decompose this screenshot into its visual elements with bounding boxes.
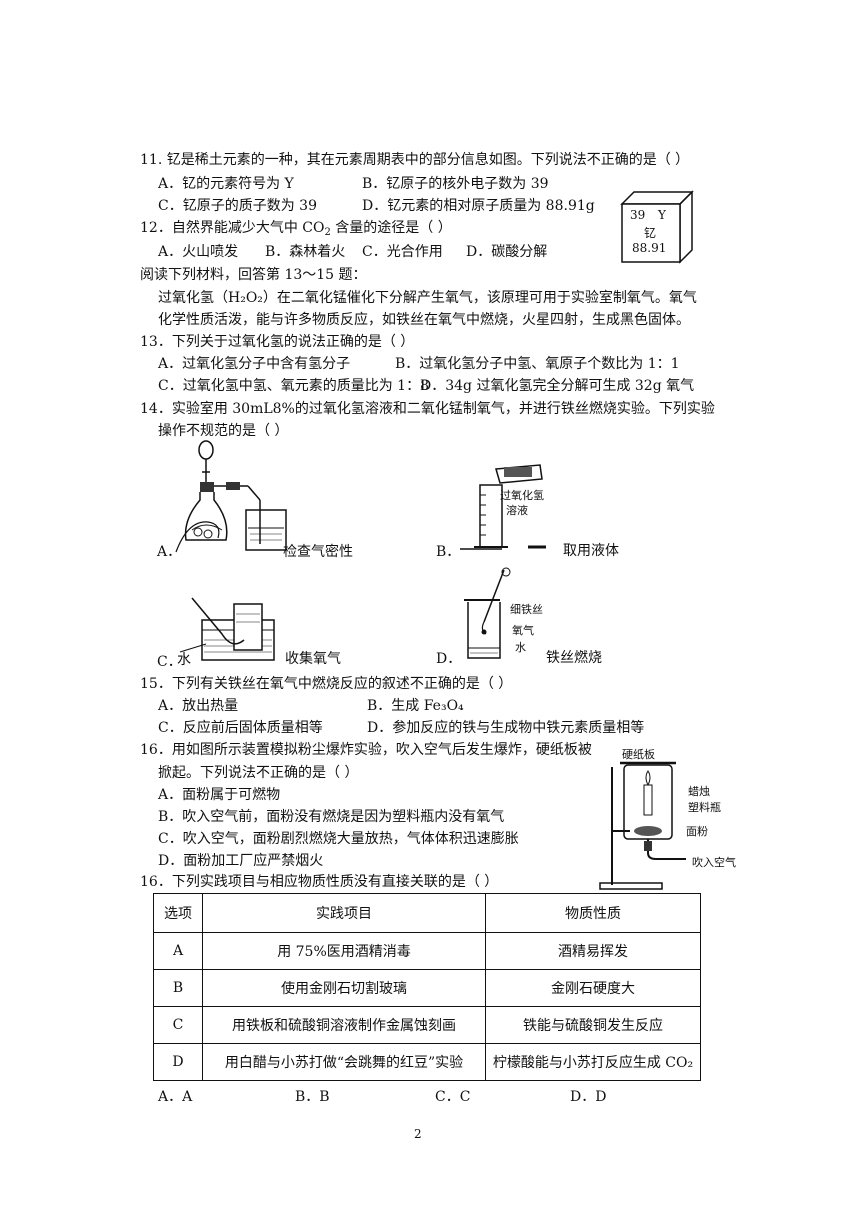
q14-b-figure xyxy=(460,464,546,550)
table-cell: 铁能与硫酸铜发生反应 xyxy=(485,1006,701,1044)
q14-stem-line2: 操作不规范的是（ ） xyxy=(158,423,289,439)
q15-option-d: D．参加反应的铁与生成物中铁元素质量相等 xyxy=(367,720,645,736)
element-name: 钇 xyxy=(644,226,657,240)
q17-option-b: B．B xyxy=(295,1089,330,1105)
practice-table: 选项 实践项目 物质性质 A 用 75%医用酒精消毒 酒精易挥发 B 使用金刚石… xyxy=(153,893,701,1081)
q12-option-d: D．碳酸分解 xyxy=(466,244,548,260)
q16-option-c: C．吹入空气，面粉剧烈燃烧大量放热，气体体积迅速膨胀 xyxy=(158,831,519,847)
q14-d-figure xyxy=(464,567,511,659)
q16-fig-bottle: 塑料瓶 xyxy=(688,801,721,814)
q15-option-b: B．生成 Fe₃O₄ xyxy=(367,698,464,714)
q14-a-letter: A． xyxy=(157,544,182,560)
q16-stem-line1: 16．用如图所示装置模拟粉尘爆炸实验，吹入空气后发生爆炸，硬纸板被 xyxy=(140,742,592,758)
q14-a-figure xyxy=(175,440,287,553)
reading-paragraph-2: 化学性质活泼，能与许多物质反应，如铁丝在氧气中燃烧，火星四射，生成黑色固体。 xyxy=(158,312,690,328)
q14-b-fig-label-2: 溶液 xyxy=(506,504,528,517)
q16-fig-board: 硬纸板 xyxy=(622,748,655,761)
q14-c-figure xyxy=(179,597,275,661)
q14-a-label: 检查气密性 xyxy=(283,544,353,560)
table-header-row: 选项 实践项目 物质性质 xyxy=(153,893,701,933)
q11-option-a: A．钇的元素符号为 Y xyxy=(158,176,294,192)
table-row: A 用 75%医用酒精消毒 酒精易挥发 xyxy=(153,932,701,970)
q12-option-b: B．森林着火 xyxy=(265,244,346,260)
element-mass: 88.91 xyxy=(632,241,667,255)
q14-c-water: 水 xyxy=(177,652,191,668)
table-cell: 柠檬酸能与小苏打反应生成 CO₂ xyxy=(485,1043,701,1081)
q17-option-c: C．C xyxy=(435,1089,471,1105)
table-header-cell: 实践项目 xyxy=(202,893,486,933)
q11-option-c: C．钇原子的质子数为 39 xyxy=(158,198,317,214)
table-header-cell: 物质性质 xyxy=(485,893,701,933)
table-cell: D xyxy=(153,1043,203,1081)
table-cell: A xyxy=(153,932,203,970)
q14-d-fig-wire: 细铁丝 xyxy=(510,603,543,616)
q16-apparatus-figure xyxy=(599,761,686,890)
q14-b-fig-label-1: 过氧化氢 xyxy=(500,489,544,502)
q15-stem: 15．下列有关铁丝在氧气中燃烧反应的叙述不正确的是（ ） xyxy=(140,676,513,692)
table-row: D 用白醋与小苏打做“会跳舞的红豆”实验 柠檬酸能与小苏打反应生成 CO₂ xyxy=(153,1043,701,1081)
table-cell: 酒精易挥发 xyxy=(485,932,701,970)
table-cell: 用白醋与小苏打做“会跳舞的红豆”实验 xyxy=(202,1043,486,1081)
q13-option-c: C．过氧化氢中氢、氧元素的质量比为 1：8 xyxy=(158,378,429,394)
q12-option-c: C．光合作用 xyxy=(362,244,443,260)
q16-fig-flour: 面粉 xyxy=(686,825,708,838)
q12-option-a: A．火山喷发 xyxy=(158,244,239,260)
q16-option-b: B．吹入空气前，面粉没有燃烧是因为塑料瓶内没有氧气 xyxy=(158,809,505,825)
reading-intro: 阅读下列材料，回答第 13～15 题： xyxy=(140,267,367,283)
table-cell: C xyxy=(153,1006,203,1044)
table-cell: 金刚石硬度大 xyxy=(485,969,701,1007)
table-row: C 用铁板和硫酸铜溶液制作金属蚀刻画 铁能与硫酸铜发生反应 xyxy=(153,1006,701,1044)
q14-c-letter: C． xyxy=(157,654,182,670)
q16-fig-candle: 蜡烛 xyxy=(688,785,710,798)
table-row: B 使用金刚石切割玻璃 金刚石硬度大 xyxy=(153,969,701,1007)
q16-stem-line2: 掀起。下列说法不正确的是（ ） xyxy=(158,765,359,781)
q16-option-a: A．面粉属于可燃物 xyxy=(158,787,281,803)
q11-stem: 11. 钇是稀土元素的一种，其在元素周期表中的部分信息如图。下列说法不正确的是（… xyxy=(140,152,690,168)
q13-option-a: A．过氧化氢分子中含有氢分子 xyxy=(158,356,351,372)
table-header-cell: 选项 xyxy=(153,893,203,933)
q17-option-a: A．A xyxy=(158,1089,193,1105)
page-number: 2 xyxy=(414,1127,422,1141)
q14-d-letter: D． xyxy=(436,651,462,667)
q17-option-d: D．D xyxy=(570,1089,607,1105)
q16-option-d: D．面粉加工厂应严禁烟火 xyxy=(158,853,324,869)
table-cell: 使用金刚石切割玻璃 xyxy=(202,969,486,1007)
q14-b-label: 取用液体 xyxy=(563,543,619,559)
q15-option-a: A．放出热量 xyxy=(158,698,239,714)
q14-c-label: 收集氧气 xyxy=(285,651,341,667)
element-number: 39 xyxy=(630,208,646,222)
q15-option-c: C．反应前后固体质量相等 xyxy=(158,720,323,736)
q13-option-b: B．过氧化氢分子中氢、氧原子个数比为 1：1 xyxy=(395,356,680,372)
q11-option-b: B．钇原子的核外电子数为 39 xyxy=(362,176,549,192)
q14-b-letter: B． xyxy=(436,544,461,560)
element-card: 39 Y 钇 88.91 xyxy=(620,190,694,264)
q13-stem: 13．下列关于过氧化氢的说法正确的是（ ） xyxy=(140,334,415,350)
table-cell: B xyxy=(153,969,203,1007)
q14-d-fig-water: 水 xyxy=(515,641,526,654)
q13-option-d: D．34g 过氧化氢完全分解可生成 32g 氧气 xyxy=(420,378,695,394)
element-symbol: Y xyxy=(658,208,666,222)
q12-stem: 12．自然界能减少大气中 CO2 含量的途径是（ ） xyxy=(140,220,452,238)
q16-fig-air: 吹入空气 xyxy=(692,856,736,869)
q17-stem: 16．下列实践项目与相应物质性质没有直接关联的是（ ） xyxy=(140,874,499,890)
q14-d-fig-o2: 氧气 xyxy=(512,624,534,637)
element-card-frame xyxy=(620,190,694,264)
table-cell: 用 75%医用酒精消毒 xyxy=(202,932,486,970)
q14-d-label: 铁丝燃烧 xyxy=(546,650,602,666)
table-cell: 用铁板和硫酸铜溶液制作金属蚀刻画 xyxy=(202,1006,486,1044)
q11-option-d: D．钇元素的相对原子质量为 88.91g xyxy=(362,198,595,214)
q14-stem-line1: 14．实验室用 30mL8%的过氧化氢溶液和二氧化锰制氧气，并进行铁丝燃烧实验。… xyxy=(140,401,715,417)
reading-paragraph-1: 过氧化氢（H₂O₂）在二氧化锰催化下分解产生氧气，该原理可用于实验室制氧气。氧气 xyxy=(158,290,697,306)
